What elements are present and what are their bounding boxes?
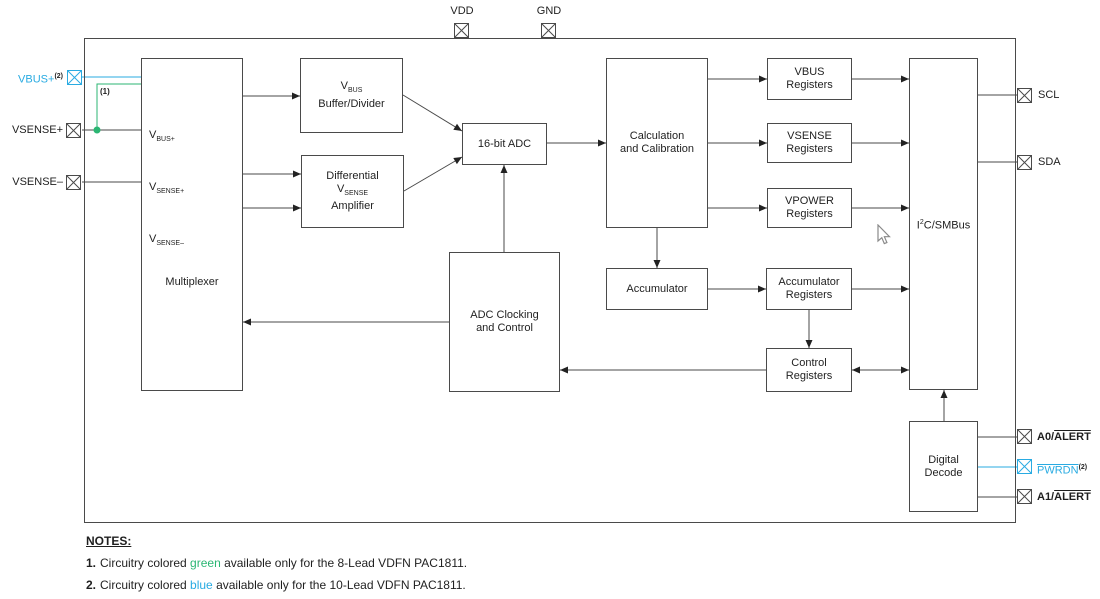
notes-heading: NOTES:: [86, 534, 132, 548]
pin-label-a0-alert: A0/ALERT: [1037, 431, 1091, 443]
mux-input-vsense-minus: VSENSE–: [149, 233, 184, 248]
pin-label-vdd: VDD: [450, 5, 474, 17]
block-accumulator-registers: Accumulator Registers: [766, 268, 852, 310]
pin-label-a1-alert: A1/ALERT: [1037, 491, 1091, 503]
block-differential-vsense-amplifier: Differential VSENSE Amplifier: [301, 155, 404, 228]
pin-label-vsense-minus: VSENSE–: [12, 176, 63, 188]
pin-label-scl: SCL: [1038, 89, 1060, 101]
pin-label-vbus-plus: VBUS+(2): [18, 73, 63, 86]
note-1: 1.Circuitry colored green available only…: [86, 556, 468, 570]
pin-box-pwrdn: [1017, 459, 1032, 474]
green-wire: [93, 83, 141, 134]
block-vbus-registers: VBUS Registers: [767, 58, 852, 100]
diagonal-wires: [402, 94, 463, 192]
mux-input-vbus: VBUS+: [149, 129, 175, 144]
mux-input-vsense-plus: VSENSE+: [149, 181, 185, 196]
block-control-registers: Control Registers: [766, 348, 852, 392]
note-2-colored-word: blue: [190, 578, 213, 592]
block-multiplexer: VBUS+ VSENSE+ VSENSE– Multiplexer: [141, 58, 243, 391]
pin-label-pwrdn: PWRDN(2): [1037, 464, 1088, 477]
note-2: 2.Circuitry colored blue available only …: [86, 578, 466, 592]
note-1-colored-word: green: [190, 556, 221, 570]
note-ref-2b: (2): [1078, 464, 1088, 471]
pin-box-vbus-plus: [67, 70, 82, 85]
arrowheads: [243, 75, 948, 398]
block-calculation-calibration: Calculation and Calibration: [606, 58, 708, 228]
block-accumulator: Accumulator: [606, 268, 708, 310]
block-digital-decode: Digital Decode: [909, 421, 978, 512]
note-ref-2: (2): [54, 73, 63, 80]
pin-box-a0-alert: [1017, 429, 1032, 444]
note-ref-1: (1): [100, 87, 110, 96]
block-vpower-registers: VPOWER Registers: [767, 188, 852, 228]
pin-label-sda: SDA: [1038, 156, 1061, 168]
mouse-cursor-icon: [877, 224, 891, 245]
block-i2c-smbus: I2C/SMBus: [909, 58, 978, 390]
block-label-multiplexer: Multiplexer: [165, 276, 219, 288]
notes-section: NOTES: 1.Circuitry colored green availab…: [86, 534, 467, 599]
green-junction-dot: [93, 126, 101, 134]
pin-box-vsense-minus: [66, 175, 81, 190]
pin-box-scl: [1017, 88, 1032, 103]
block-vsense-registers: VSENSE Registers: [767, 123, 852, 163]
pin-box-vdd: [454, 23, 469, 38]
pin-box-a1-alert: [1017, 489, 1032, 504]
pin-box-sda: [1017, 155, 1032, 170]
block-16bit-adc: 16-bit ADC: [462, 123, 547, 165]
pin-box-gnd: [541, 23, 556, 38]
chip-outline: [84, 38, 1016, 523]
block-adc-clocking-control: ADC Clocking and Control: [449, 252, 560, 392]
pin-box-vsense-plus: [66, 123, 81, 138]
block-vbus-buffer-divider: VBUS Buffer/Divider: [300, 58, 403, 133]
pin-label-gnd: GND: [536, 5, 562, 17]
pin-label-vsense-plus: VSENSE+: [11, 124, 63, 136]
blue-wires: [82, 76, 1017, 468]
